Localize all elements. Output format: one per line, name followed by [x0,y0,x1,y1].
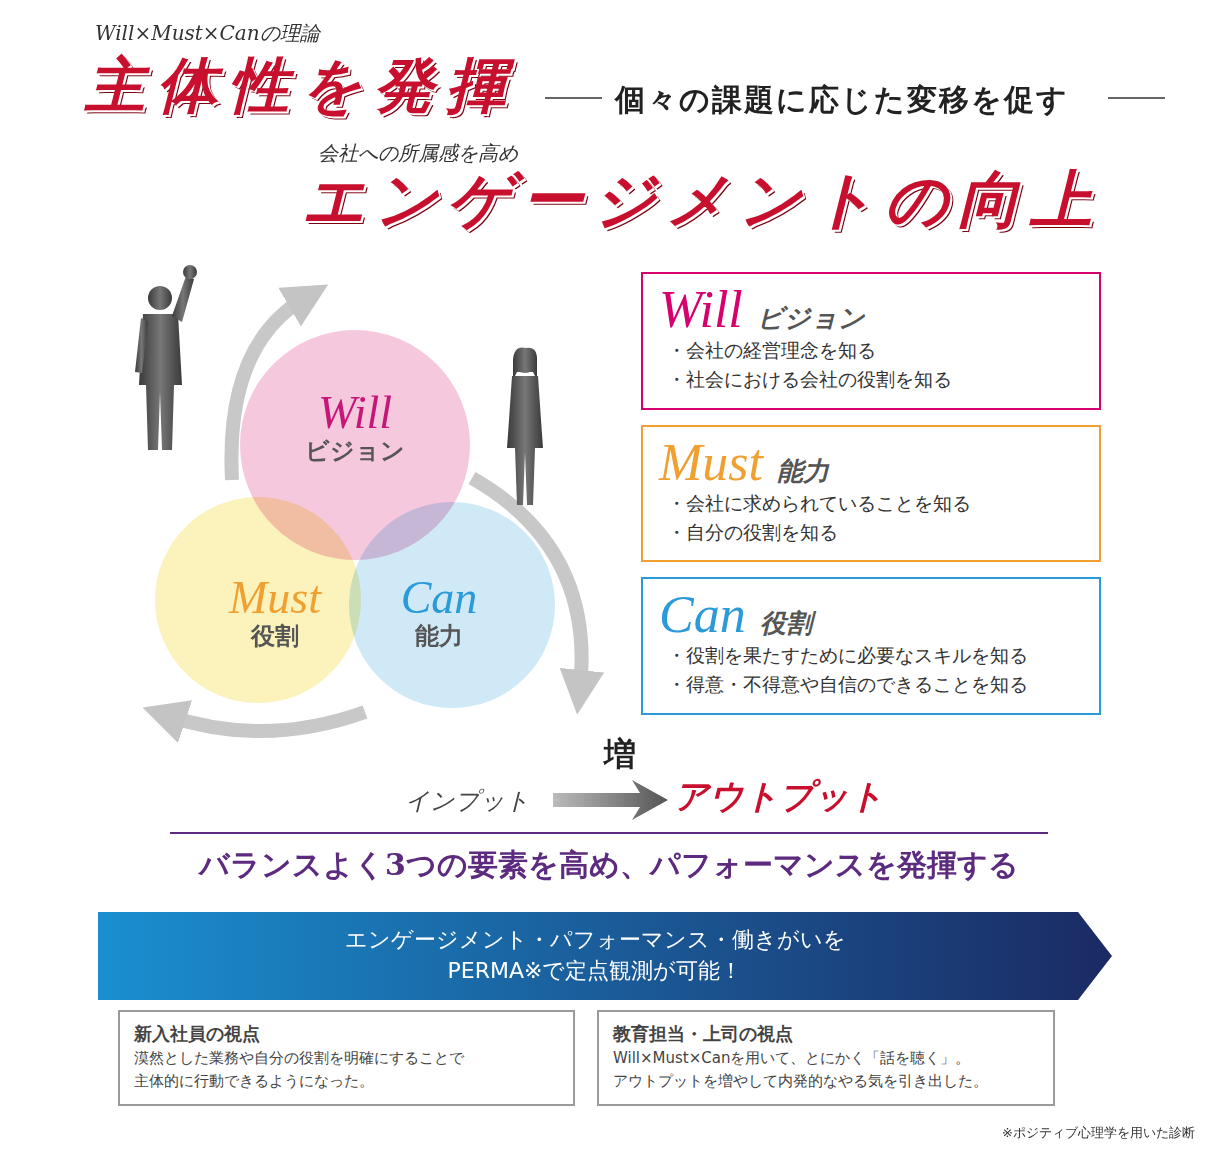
element-subtitle: 能力 [359,621,519,652]
element-name: Must [195,575,355,621]
subtitle-label: 会社への所属感を高め [318,140,518,167]
circle-fill [155,497,361,703]
viewpoint-body: Will×Must×Canを用いて、とにかく「話を聴く」。 アウトプットを増やし… [613,1047,1039,1092]
input-label: インプット [405,785,530,817]
viewpoint-heading: 教育担当・上司の視点 [613,1020,1039,1047]
circle-text-group: Can能力 [359,575,519,652]
element-subtitle: ビジョン [757,301,865,336]
subtitle-label: Will×Must×Canの理論 [95,20,320,47]
bullet-text: ・会社の経営理念を知る [659,336,1083,365]
banner-text: エンゲージメント・パフォーマンス・働きがいを PERMA※で定点観測が可能！ [315,925,875,987]
bullet-text: ・社会における会社の役割を知る [659,365,1083,394]
divider-line [170,832,1048,834]
woman-figure [507,348,543,506]
element-subtitle: 能力 [777,454,829,489]
definition-box: Will ビジョン・会社の経営理念を知る・社会における会社の役割を知る [641,272,1101,410]
banner-arrow: エンゲージメント・パフォーマンス・働きがいを PERMA※で定点観測が可能！ [98,912,1112,1000]
viewpoint-box: 教育担当・上司の視点Will×Must×Canを用いて、とにかく「話を聴く」。 … [597,1010,1055,1106]
venn-circle: Must役割 [155,497,361,703]
definition-box: Must 能力・会社に求められていることを知る・自分の役割を知る [641,425,1101,562]
element-name: Will [240,390,470,436]
element-name: Will [659,284,743,336]
bullet-text: ・自分の役割を知る [659,518,1083,547]
circle-fill [349,502,555,708]
heading-label: エンゲージメントの向上 [302,166,1102,234]
circle-text-group: Willビジョン [240,390,470,467]
bullet-text: ・会社に求められていることを知る [659,489,1083,518]
main-title: 主体性を発揮 [85,52,518,118]
viewpoint-box: 新入社員の視点漠然とした業務や自分の役割を明確にすることで 主体的に行動できるよ… [118,1010,575,1106]
element-name: Can [359,575,519,621]
viewpoint-body: 漠然とした業務や自分の役割を明確にすることで 主体的に行動できるようになった。 [134,1047,559,1092]
dash-line [1108,97,1165,99]
output-label: アウトプット [674,774,884,820]
man-figure [135,265,197,450]
bullet-text: ・役割を果たすために必要なスキルを知る [659,641,1083,670]
footnote-label: ※ポジティブ心理学を用いた診断 [1002,1124,1195,1142]
increase-label: 増 [604,733,636,777]
venn-circle: Can能力 [349,502,555,708]
circle-text-group: Must役割 [195,575,355,652]
summary-label: バランスよく3つの要素を高め、パフォーマンスを発揮する [170,845,1048,886]
element-subtitle: 役割 [195,621,355,652]
dash-line [545,97,602,99]
cycle-arrow [168,712,365,731]
element-name: Can [659,589,746,641]
definition-box: Can 役割・役割を果たすために必要なスキルを知る・得意・不得意や自信のできること… [641,577,1101,715]
banner-fill [98,912,1112,1000]
bullet-text: ・得意・不得意や自信のできることを知る [659,670,1083,699]
tagline-label: 個々の課題に応じた変移を促す [615,80,1069,121]
element-subtitle: 役割 [760,606,812,641]
viewpoint-heading: 新入社員の視点 [134,1020,559,1047]
banner-shape [98,912,1112,1000]
element-subtitle: ビジョン [240,436,470,467]
element-name: Must [659,437,763,489]
input-output-arrow [553,780,668,820]
